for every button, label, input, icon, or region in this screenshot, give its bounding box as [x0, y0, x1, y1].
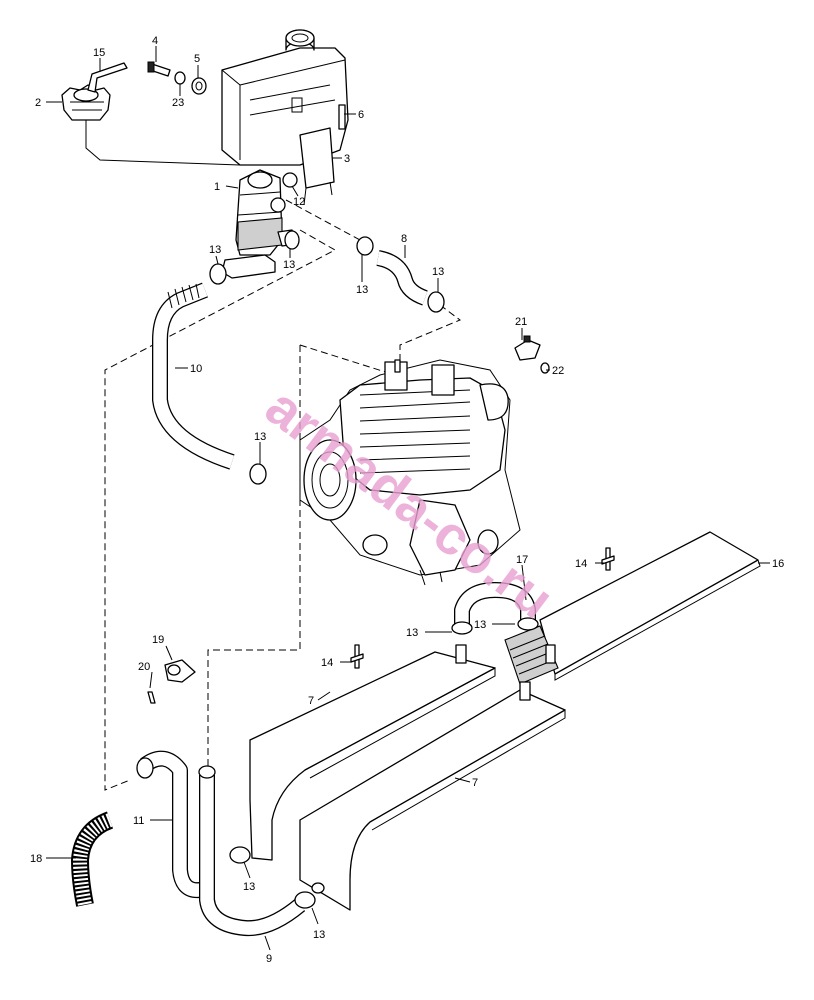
callout-19: 19 [152, 634, 164, 646]
tank-clip [338, 104, 346, 130]
hose-11 [136, 750, 201, 899]
callout-13e: 13 [254, 431, 266, 443]
callout-22: 22 [552, 365, 564, 377]
callout-6: 6 [358, 109, 364, 121]
callout-17: 17 [516, 554, 528, 566]
cap-handle [87, 62, 128, 93]
callout-15: 15 [93, 47, 105, 59]
callout-8: 8 [401, 233, 407, 245]
corrugated-hose-18 [70, 811, 114, 907]
callout-10: 10 [190, 363, 202, 375]
hose-9 [198, 765, 325, 937]
hose-10 [152, 282, 267, 485]
callout-1: 1 [214, 181, 220, 193]
tank-bracket [299, 104, 346, 206]
upper-hose-8 [376, 250, 428, 306]
callout-21: 21 [515, 316, 527, 328]
clamps-top [209, 230, 445, 313]
pressure-cap [61, 62, 241, 166]
callout-2: 2 [35, 97, 41, 109]
callout-11: 11 [133, 815, 144, 827]
callout-16: 16 [772, 558, 784, 570]
callout-23: 23 [172, 97, 184, 109]
coolant-housing [221, 169, 298, 279]
callout-7a: 7 [308, 695, 314, 707]
heat-exchanger-7-upper [249, 644, 496, 861]
callout-14b: 14 [321, 657, 333, 669]
callout-3: 3 [344, 153, 350, 165]
callout-13i: 13 [313, 929, 325, 941]
callout-13c: 13 [356, 284, 368, 296]
callout-12: 12 [293, 196, 305, 208]
callout-13g: 13 [474, 619, 486, 631]
callout-20: 20 [138, 661, 150, 673]
callout-13f: 13 [406, 627, 418, 639]
callout-18: 18 [30, 853, 42, 865]
callout-13d: 13 [432, 266, 444, 278]
callout-13b: 13 [283, 259, 295, 271]
mount-hardware [147, 61, 207, 95]
callout-7b: 7 [472, 777, 478, 789]
callout-13a: 13 [209, 244, 221, 256]
fitting-19-20 [147, 659, 196, 704]
engine-block [299, 359, 521, 586]
callout-9: 9 [266, 953, 272, 965]
callout-13h: 13 [243, 881, 255, 893]
heat-exchanger-7-lower [299, 681, 566, 911]
callout-labels: 15 2 4 5 23 6 3 1 12 13 13 13 8 13 10 13… [30, 35, 784, 965]
fitting-12 [282, 172, 298, 188]
hose-17 [451, 582, 539, 635]
callout-5: 5 [194, 53, 200, 65]
callout-4: 4 [152, 35, 158, 47]
leader-lines [46, 46, 770, 951]
heat-exchanger-16 [504, 531, 761, 685]
sensor-21-22 [514, 335, 550, 374]
callout-14a: 14 [575, 558, 587, 570]
